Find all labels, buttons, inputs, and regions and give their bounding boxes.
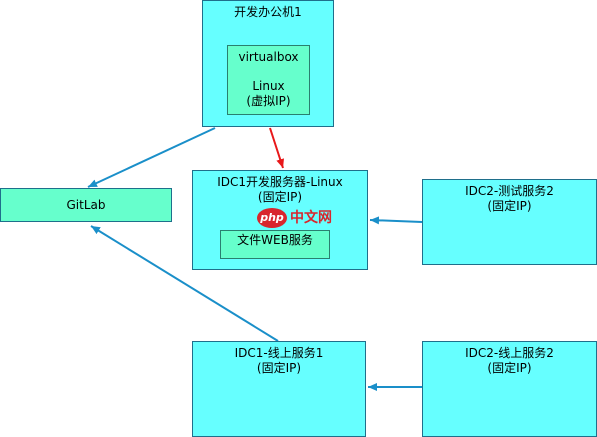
idc1-dev-server-title: IDC1开发服务器-Linux bbox=[217, 175, 343, 189]
edge-idc2-test-to-idc1-dev bbox=[369, 216, 423, 225]
file-web-service-title: 文件WEB服务 bbox=[237, 233, 313, 247]
edge-dev-pc-to-gitlab bbox=[87, 127, 216, 188]
idc2-test-server-node: IDC2-测试服务2 (固定IP) bbox=[422, 179, 597, 265]
idc1-prod-server-node: IDC1-线上服务1 (固定IP) bbox=[192, 341, 366, 437]
idc2-prod-server-ip: (固定IP) bbox=[487, 361, 532, 375]
virtualbox-node: virtualbox Linux (虚拟IP) bbox=[227, 45, 310, 115]
dev-pc-title: 开发办公机1 bbox=[234, 5, 302, 19]
idc1-dev-server-ip: (固定IP) bbox=[257, 190, 303, 204]
virtualbox-os: Linux bbox=[252, 79, 285, 93]
idc2-prod-server-node: IDC2-线上服务2 (固定IP) bbox=[422, 341, 597, 437]
php-logo-text: 中文网 bbox=[290, 210, 332, 226]
idc2-prod-server-title: IDC2-线上服务2 bbox=[465, 346, 554, 360]
file-web-service-node: 文件WEB服务 bbox=[220, 230, 330, 259]
gitlab-node: GitLab bbox=[0, 188, 172, 222]
virtualbox-ip: (虚拟IP) bbox=[246, 94, 291, 108]
gitlab-title: GitLab bbox=[66, 198, 106, 212]
idc2-test-server-title: IDC2-测试服务2 bbox=[465, 184, 554, 198]
php-logo-badge: php bbox=[257, 208, 287, 228]
edge-idc1-prod-to-gitlab bbox=[90, 225, 279, 342]
edge-dev-pc-to-idc1-dev bbox=[269, 127, 285, 169]
idc2-test-server-ip: (固定IP) bbox=[487, 199, 532, 213]
idc1-prod-server-title: IDC1-线上服务1 bbox=[234, 346, 324, 360]
idc1-prod-server-ip: (固定IP) bbox=[256, 361, 302, 375]
php-cn-watermark-logo: php 中文网 bbox=[257, 208, 343, 228]
virtualbox-title: virtualbox bbox=[238, 50, 299, 64]
